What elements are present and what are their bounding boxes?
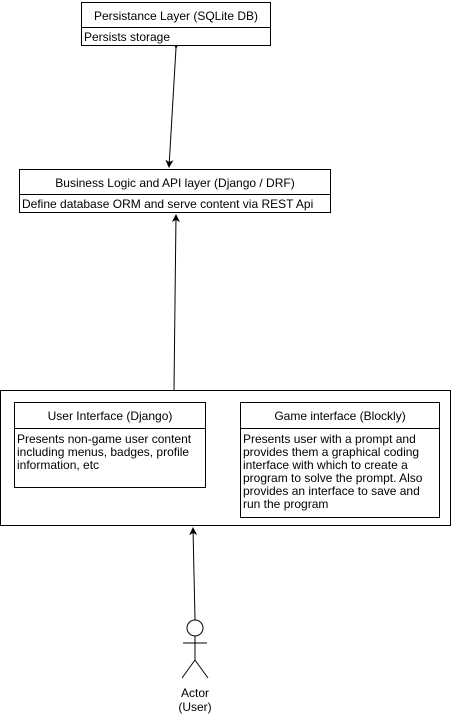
- game-interface-box: Game interface (Blockly) Presents user w…: [240, 402, 440, 518]
- actor-label-line1: Actor: [180, 686, 209, 700]
- actor-label-line2: (User): [178, 700, 212, 714]
- user-interface-description: Presents non-game user content including…: [17, 432, 192, 472]
- actor-ui-connector: [189, 527, 198, 621]
- persistence-layer-box: Persistance Layer (SQLite DB) Persists s…: [81, 2, 271, 46]
- business-layer-box: Business Logic and API layer (Django / D…: [19, 169, 331, 213]
- game-interface-title: Game interface (Blockly): [241, 403, 439, 429]
- actor-left-leg: [181, 659, 196, 679]
- ui-business-connector: [171, 214, 180, 391]
- business-layer-title: Business Logic and API layer (Django / D…: [20, 170, 330, 195]
- persistence-layer-title: Persistance Layer (SQLite DB): [82, 3, 270, 28]
- actor-right-leg: [194, 659, 209, 679]
- actor-figure: [181, 619, 209, 679]
- user-interface-box: User Interface (Django) Presents non-gam…: [14, 402, 206, 488]
- persistence-business-connector: [165, 40, 181, 168]
- actor-head: [186, 619, 204, 637]
- game-interface-description: Presents user with a prompt and provides…: [243, 432, 423, 511]
- persistence-layer-description: Persists storage: [84, 30, 171, 44]
- actor-label: Actor (User): [145, 686, 245, 714]
- user-interface-title: User Interface (Django): [15, 403, 205, 429]
- business-layer-description: Define database ORM and serve content vi…: [22, 197, 314, 211]
